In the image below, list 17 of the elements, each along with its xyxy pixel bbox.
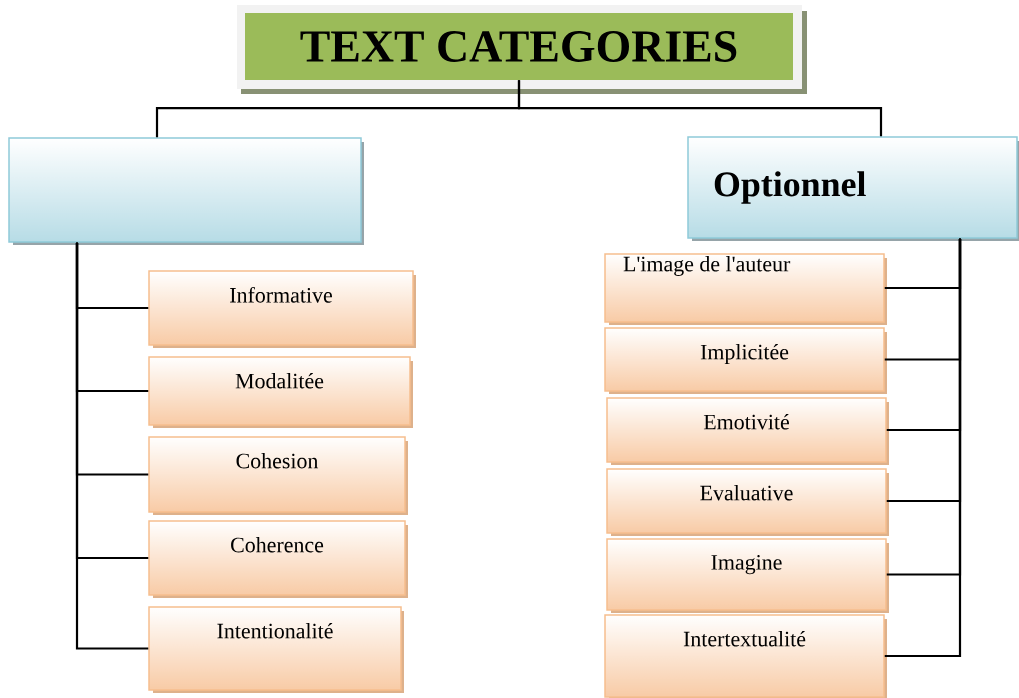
category-box: Modalitée (148, 356, 413, 428)
category-box: Intertextualité (604, 614, 887, 698)
category-header-box: Optionnel (687, 136, 1019, 241)
category-box: Evaluative (606, 468, 889, 536)
title-banner: TEXT CATEGORIES (237, 5, 807, 94)
category-box: Informative (148, 270, 416, 348)
category-box: Implicitée (604, 327, 887, 394)
category-box: Intentionalité (148, 606, 404, 693)
connector-line (75, 242, 149, 650)
category-box: Cohesion (148, 436, 408, 515)
category-header-box (8, 137, 364, 245)
category-box: Emotivité (606, 397, 889, 465)
category-box: Imagine (606, 538, 889, 613)
connector-line (884, 238, 962, 658)
category-box: L'image de l'auteur (604, 253, 887, 325)
category-box: Coherence (148, 520, 408, 598)
connector-line (517, 80, 883, 137)
